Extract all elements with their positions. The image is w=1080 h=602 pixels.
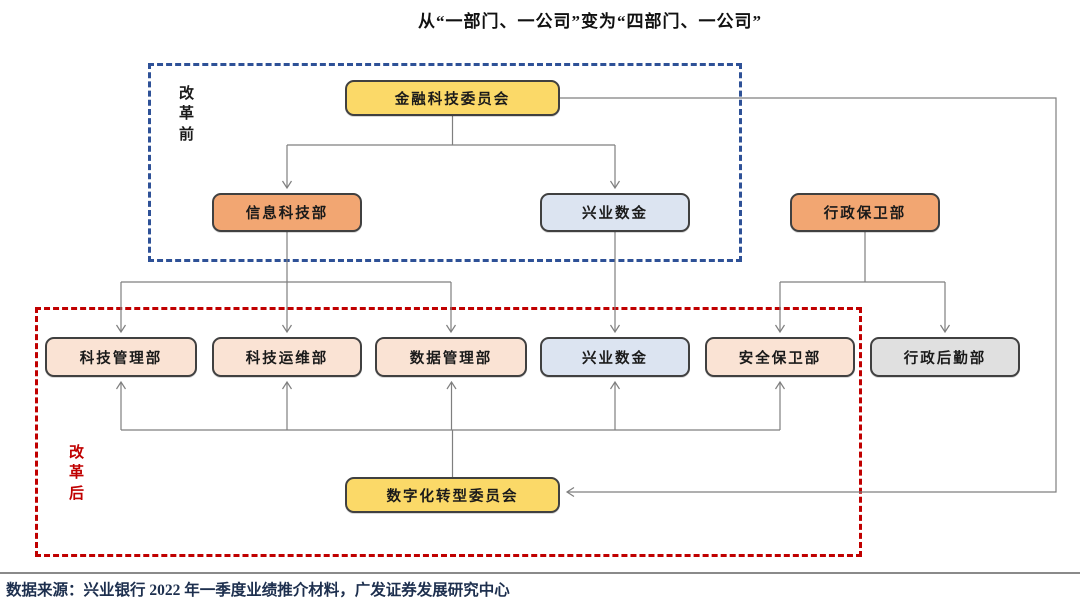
data-source-note: 数据来源：兴业银行 2022 年一季度业绩推介材料，广发证券发展研究中心	[0, 572, 1080, 600]
node-admin-logistics-dept: 行政后勤部	[870, 337, 1020, 377]
node-fintech-committee: 金融科技委员会	[345, 80, 560, 116]
node-tech-ops-dept: 科技运维部	[212, 337, 362, 377]
node-admin-security-dept: 行政保卫部	[790, 193, 940, 232]
node-cib-fintech-before: 兴业数金	[540, 193, 690, 232]
node-info-tech-dept: 信息科技部	[212, 193, 362, 232]
after-reform-label: 改革后	[68, 445, 84, 502]
node-tech-mgmt-dept: 科技管理部	[45, 337, 197, 377]
node-security-dept: 安全保卫部	[705, 337, 855, 377]
node-cib-fintech-after: 兴业数金	[540, 337, 690, 377]
node-digital-transformation-committee: 数字化转型委员会	[345, 477, 560, 513]
figure-title: 从“一部门、一公司”变为“四部门、一公司”	[418, 12, 762, 31]
node-data-mgmt-dept: 数据管理部	[375, 337, 527, 377]
before-reform-label: 改革前	[178, 86, 194, 143]
